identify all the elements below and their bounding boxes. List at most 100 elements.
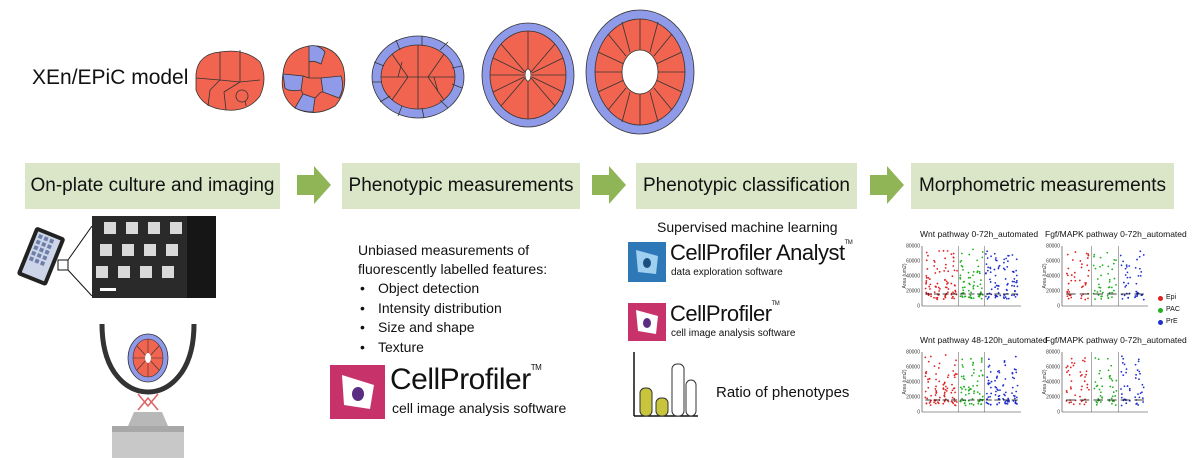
measurements-intro: Unbiased measurements of fluorescently l… [358,241,547,279]
stage-morphometric-measurements: Morphometric measurements [911,163,1174,209]
data-point [1139,274,1142,277]
data-point [969,296,972,299]
data-point [1108,377,1111,379]
data-point [1119,254,1122,257]
y-tick-label: 80000 [1046,244,1060,250]
data-point [1069,366,1072,369]
data-point [955,373,958,375]
data-point [972,248,974,251]
data-point [1073,271,1076,274]
data-point [1003,268,1006,271]
flow-arrow-icon [297,166,331,204]
data-point [1011,254,1014,256]
data-point [946,376,949,379]
data-point [998,394,1001,397]
data-point [1015,269,1018,272]
y-tick-label: 80000 [1046,350,1060,356]
data-point [1094,381,1097,383]
data-point [969,388,972,391]
embryo-stage-2 [281,45,346,113]
y-tick-label: 40000 [906,380,920,386]
cellprofiler-small-logo-icon [628,303,666,341]
data-point [1068,290,1071,293]
data-point [1081,263,1083,266]
data-point [1013,377,1016,380]
data-point [996,288,999,290]
data-point [1101,385,1104,388]
data-point [955,359,958,362]
data-point [1078,279,1081,282]
data-point [929,355,932,358]
measurements-intro-line1: Unbiased measurements of [358,242,530,258]
data-point [944,385,947,388]
data-point [989,281,992,283]
data-point [1066,391,1068,394]
data-point [946,283,948,285]
culture-plate-icon [17,226,92,296]
data-point [1112,262,1115,265]
data-point [995,294,998,297]
data-point [962,292,964,294]
data-point [1016,384,1019,387]
data-point [960,264,963,267]
data-point [1082,359,1084,362]
data-point [1099,401,1102,403]
data-point [943,269,946,272]
data-point [1106,294,1109,297]
model-title: XEn/EPiC model [32,66,189,89]
data-point [953,269,956,272]
data-point [1013,368,1016,371]
data-point [1110,286,1113,289]
data-point [946,387,949,390]
data-point [1011,376,1014,379]
data-point [998,369,1000,372]
data-point [1079,395,1081,398]
data-point [959,400,962,403]
data-point [1083,380,1086,383]
plot-title: Wnt pathway 0-72h_automated [920,229,1039,239]
data-point [1015,371,1018,374]
data-point [1068,401,1071,404]
data-point [1137,358,1140,361]
data-point [1014,290,1016,293]
list-item: Object detection [358,279,502,299]
data-point [998,371,1001,374]
data-point [1011,392,1013,395]
data-point [1004,278,1007,280]
data-point [1070,296,1073,299]
data-point [951,396,954,399]
data-point [990,386,992,389]
data-point [1005,257,1008,260]
data-point [1004,364,1007,367]
data-point [943,391,946,394]
data-point [945,389,948,392]
data-point [973,368,975,371]
data-point [1107,369,1110,372]
data-point [1070,387,1072,390]
data-point [987,402,990,405]
data-point [953,374,956,377]
data-point [986,376,989,379]
data-point [971,364,974,366]
data-point [925,259,928,262]
data-point [1142,298,1145,301]
data-point [997,266,1000,268]
data-point [985,401,988,404]
data-point [990,288,993,291]
data-point [925,372,927,375]
data-point [1111,395,1114,398]
data-point [1011,386,1014,389]
data-point [1085,282,1087,284]
data-point [962,375,965,378]
data-point [1002,384,1005,386]
data-point [947,270,950,273]
data-point [1004,400,1007,403]
data-point [985,272,987,274]
y-tick-label: 0 [917,410,920,416]
data-point [1111,291,1113,294]
data-point [998,264,1001,267]
stage-phenotypic-classification: Phenotypic classification [636,163,857,209]
data-point [1004,378,1007,380]
data-point [925,279,928,282]
data-point [1096,291,1099,293]
